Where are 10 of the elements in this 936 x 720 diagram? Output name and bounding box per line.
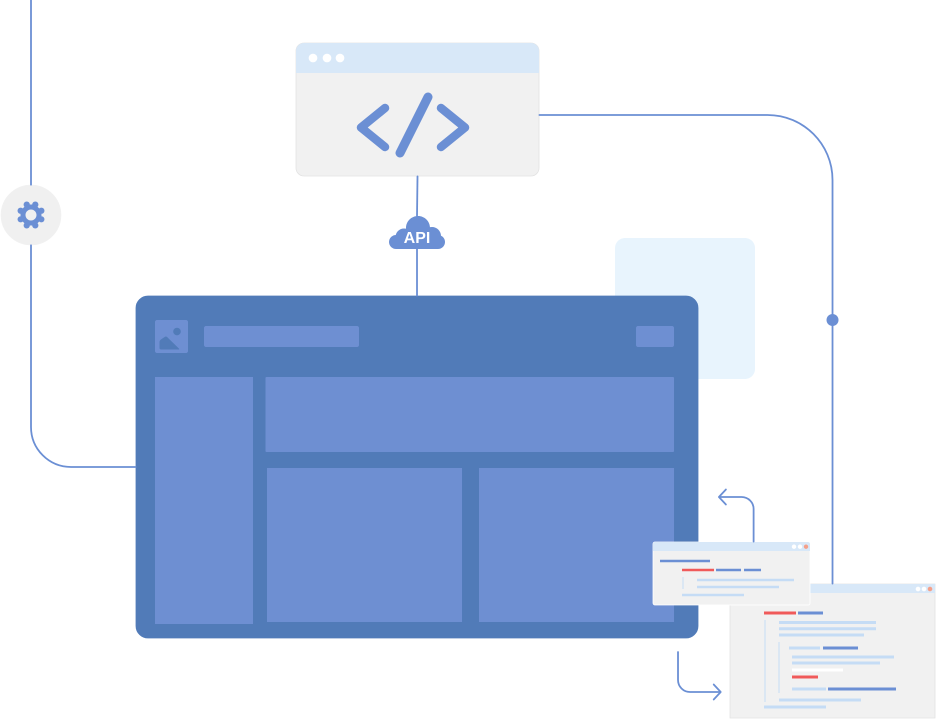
- cloud: API: [389, 216, 445, 249]
- connector-line: [30, 0, 32, 186]
- arrow: [677, 651, 722, 700]
- connector-line: [538, 114, 834, 584]
- connector-line: [416, 248, 418, 296]
- connector-line: [30, 244, 136, 468]
- connector-line: [416, 176, 418, 217]
- arrow: [718, 488, 754, 542]
- code-editor-window: [652, 542, 810, 606]
- code-editor-window: [730, 584, 936, 718]
